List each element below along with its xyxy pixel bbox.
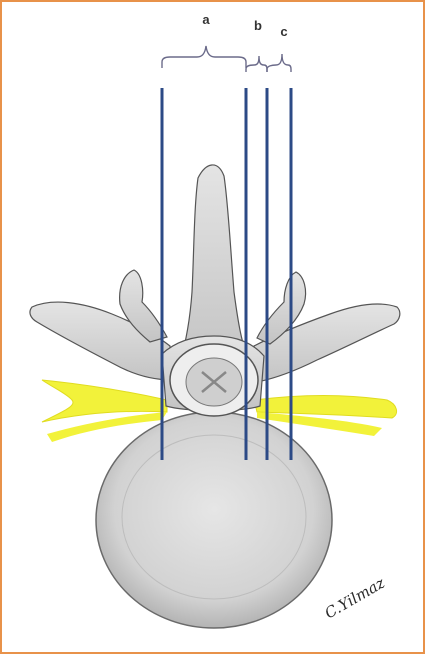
bracket-a bbox=[162, 46, 246, 68]
vertebral-body bbox=[96, 412, 332, 628]
label-c: c bbox=[280, 24, 287, 39]
bracket-b bbox=[246, 56, 267, 72]
artist-signature: C.Yilmaz bbox=[322, 574, 388, 623]
bracket-c bbox=[267, 54, 291, 72]
label-a: a bbox=[202, 12, 210, 27]
label-b: b bbox=[254, 18, 262, 33]
